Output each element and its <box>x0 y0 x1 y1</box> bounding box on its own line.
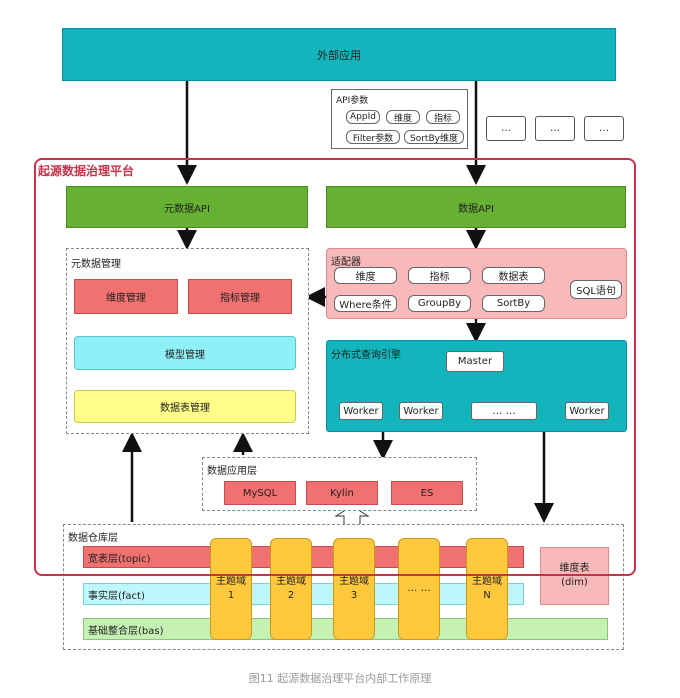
subject-domain-label: 主题域 <box>276 576 306 587</box>
subject-domain-index: 3 <box>350 590 358 601</box>
more-box-1: … <box>486 116 526 141</box>
data-api-box: 数据API <box>326 186 626 228</box>
adapter-sql: SQL语句 <box>570 280 622 299</box>
more-box-3: … <box>584 116 624 141</box>
adapter-dimension: 维度 <box>334 267 397 284</box>
adapter-where: Where条件 <box>334 295 397 312</box>
worker-node-3: Worker <box>565 402 609 420</box>
table-mgmt-box: 数据表管理 <box>74 390 296 423</box>
warehouse-title: 数据仓库层 <box>68 533 118 544</box>
subject-domain-label: 主题域 <box>216 576 246 587</box>
subject-domain-n: 主题域 N <box>466 538 508 640</box>
store-mysql: MySQL <box>224 481 296 505</box>
subject-domain-3: 主题域 3 <box>333 538 375 640</box>
external-app-label: 外部应用 <box>317 48 361 62</box>
external-app-box: 外部应用 <box>62 28 616 81</box>
param-dimension: 维度 <box>386 110 420 124</box>
store-kylin: Kylin <box>306 481 378 505</box>
subject-domain-label: … … <box>407 583 431 594</box>
app-layer-title: 数据应用层 <box>207 466 257 477</box>
adapter-metric: 指标 <box>408 267 471 284</box>
worker-node-1: Worker <box>339 402 383 420</box>
adapter-sortby: SortBy <box>482 295 545 312</box>
adapter-title: 适配器 <box>331 257 361 268</box>
query-engine-title: 分布式查询引擎 <box>331 350 401 361</box>
meta-api-box: 元数据API <box>66 186 308 228</box>
worker-node-2: Worker <box>399 402 443 420</box>
meta-mgmt-title: 元数据管理 <box>71 259 121 270</box>
store-es: ES <box>391 481 463 505</box>
dim-table-code: (dim) <box>561 577 588 588</box>
figure-caption: 图11 起源数据治理平台内部工作原理 <box>248 672 432 685</box>
api-params-title: API参数 <box>336 96 369 106</box>
dim-table-box: 维度表 (dim) <box>540 547 609 605</box>
param-appid: AppId <box>346 110 380 124</box>
model-mgmt-box: 模型管理 <box>74 336 296 370</box>
subject-domain-ellipsis: … … <box>398 538 440 640</box>
adapter-table: 数据表 <box>482 267 545 284</box>
subject-domain-label: 主题域 <box>472 576 502 587</box>
subject-domain-index: N <box>483 590 491 601</box>
api-params-box: API参数 AppId 维度 指标 Filter参数 SortBy维度 <box>331 89 468 149</box>
dim-table-label: 维度表 <box>559 563 590 574</box>
worker-node-ellipsis: … … <box>471 402 537 420</box>
subject-domain-index: 2 <box>287 590 295 601</box>
more-box-2: … <box>535 116 575 141</box>
master-node: Master <box>446 351 504 372</box>
metric-mgmt-box: 指标管理 <box>188 279 292 314</box>
subject-domain-2: 主题域 2 <box>270 538 312 640</box>
param-filter: Filter参数 <box>346 130 400 144</box>
platform-title: 起源数据治理平台 <box>38 164 135 178</box>
adapter-groupby: GroupBy <box>408 295 471 312</box>
param-sortby: SortBy维度 <box>404 130 464 144</box>
subject-domain-index: 1 <box>227 590 235 601</box>
subject-domain-label: 主题域 <box>339 576 369 587</box>
dimension-mgmt-box: 维度管理 <box>74 279 178 314</box>
subject-domain-1: 主题域 1 <box>210 538 252 640</box>
param-metric: 指标 <box>426 110 460 124</box>
